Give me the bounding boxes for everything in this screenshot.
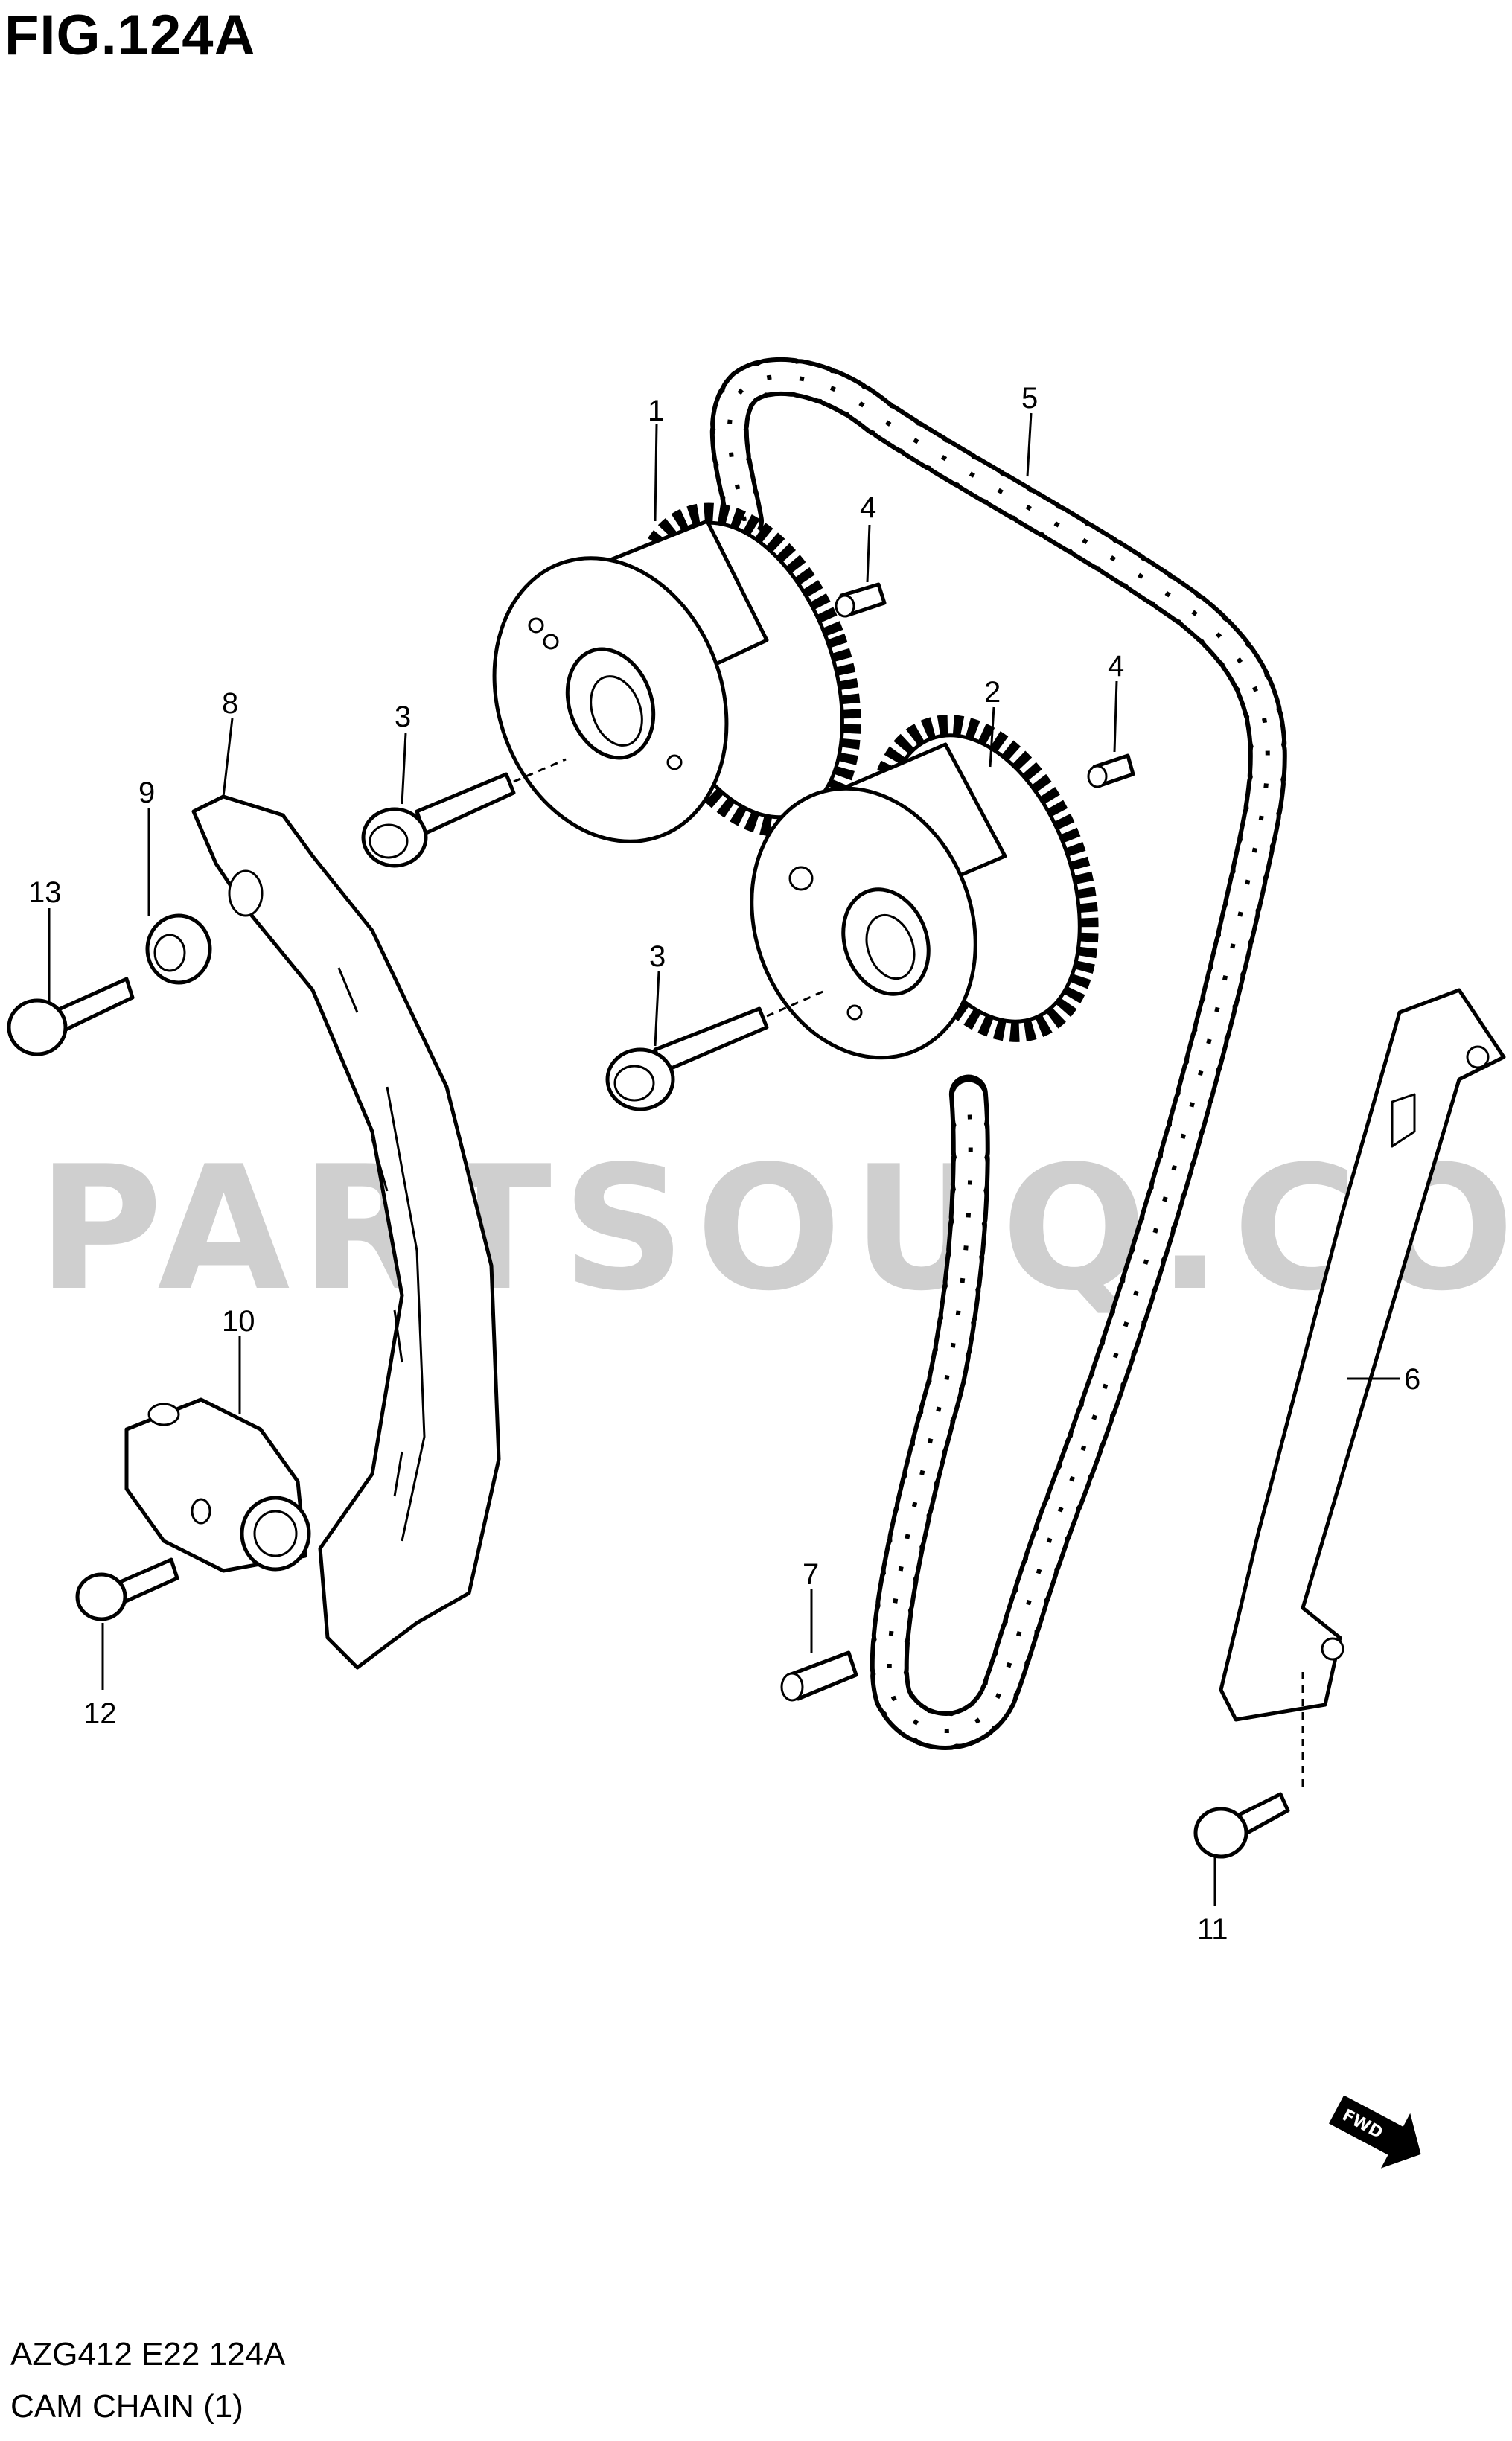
dowel-pin-upper[interactable] bbox=[835, 582, 887, 618]
watermark: PARTSOUQ.COM bbox=[37, 1130, 1512, 1329]
figure-name: CAM CHAIN (1) bbox=[10, 2388, 243, 2425]
callout-2: 2 bbox=[984, 676, 1001, 709]
callout-12: 12 bbox=[83, 1697, 117, 1730]
guide-pin[interactable] bbox=[780, 1650, 858, 1702]
leader-lines bbox=[48, 412, 1400, 1906]
chain-tensioner[interactable] bbox=[124, 1397, 311, 1573]
chain-tensioner-arm[interactable] bbox=[191, 794, 501, 1670]
callout-9: 9 bbox=[138, 776, 155, 809]
callout-4-upper: 4 bbox=[860, 491, 876, 524]
callout-8: 8 bbox=[222, 687, 238, 720]
chain-guide[interactable] bbox=[1219, 988, 1506, 1722]
callout-3-upper: 3 bbox=[395, 701, 411, 733]
dowel-pin-lower[interactable] bbox=[1087, 753, 1135, 788]
callout-11: 11 bbox=[1197, 1913, 1228, 1946]
figure-code: AZG412 E22 124A bbox=[10, 2336, 286, 2373]
cam-chain[interactable] bbox=[709, 357, 1287, 1750]
callout-4-lower: 4 bbox=[1108, 650, 1124, 683]
forward-direction-arrow: FWD bbox=[1329, 2095, 1421, 2169]
callout-10: 10 bbox=[222, 1305, 255, 1338]
callout-7: 7 bbox=[803, 1558, 819, 1591]
callout-13: 13 bbox=[28, 876, 62, 909]
sprocket-bolt-lower[interactable] bbox=[605, 989, 827, 1111]
cam-sprocket-intake[interactable] bbox=[456, 483, 891, 875]
chain-guide-bolt[interactable] bbox=[1193, 1668, 1304, 1859]
figure-title: FIG.124A bbox=[4, 4, 256, 67]
callout-1: 1 bbox=[648, 395, 664, 427]
sprocket-bolt-upper[interactable] bbox=[361, 758, 567, 868]
tensioner-arm-bolt[interactable] bbox=[7, 977, 135, 1056]
cam-sprocket-exhaust[interactable] bbox=[715, 695, 1128, 1090]
callout-6: 6 bbox=[1404, 1363, 1420, 1396]
callout-5: 5 bbox=[1021, 382, 1038, 415]
tensioner-bolt[interactable] bbox=[75, 1557, 179, 1621]
callout-3-lower: 3 bbox=[649, 940, 666, 973]
tensioner-washer[interactable] bbox=[145, 913, 212, 985]
